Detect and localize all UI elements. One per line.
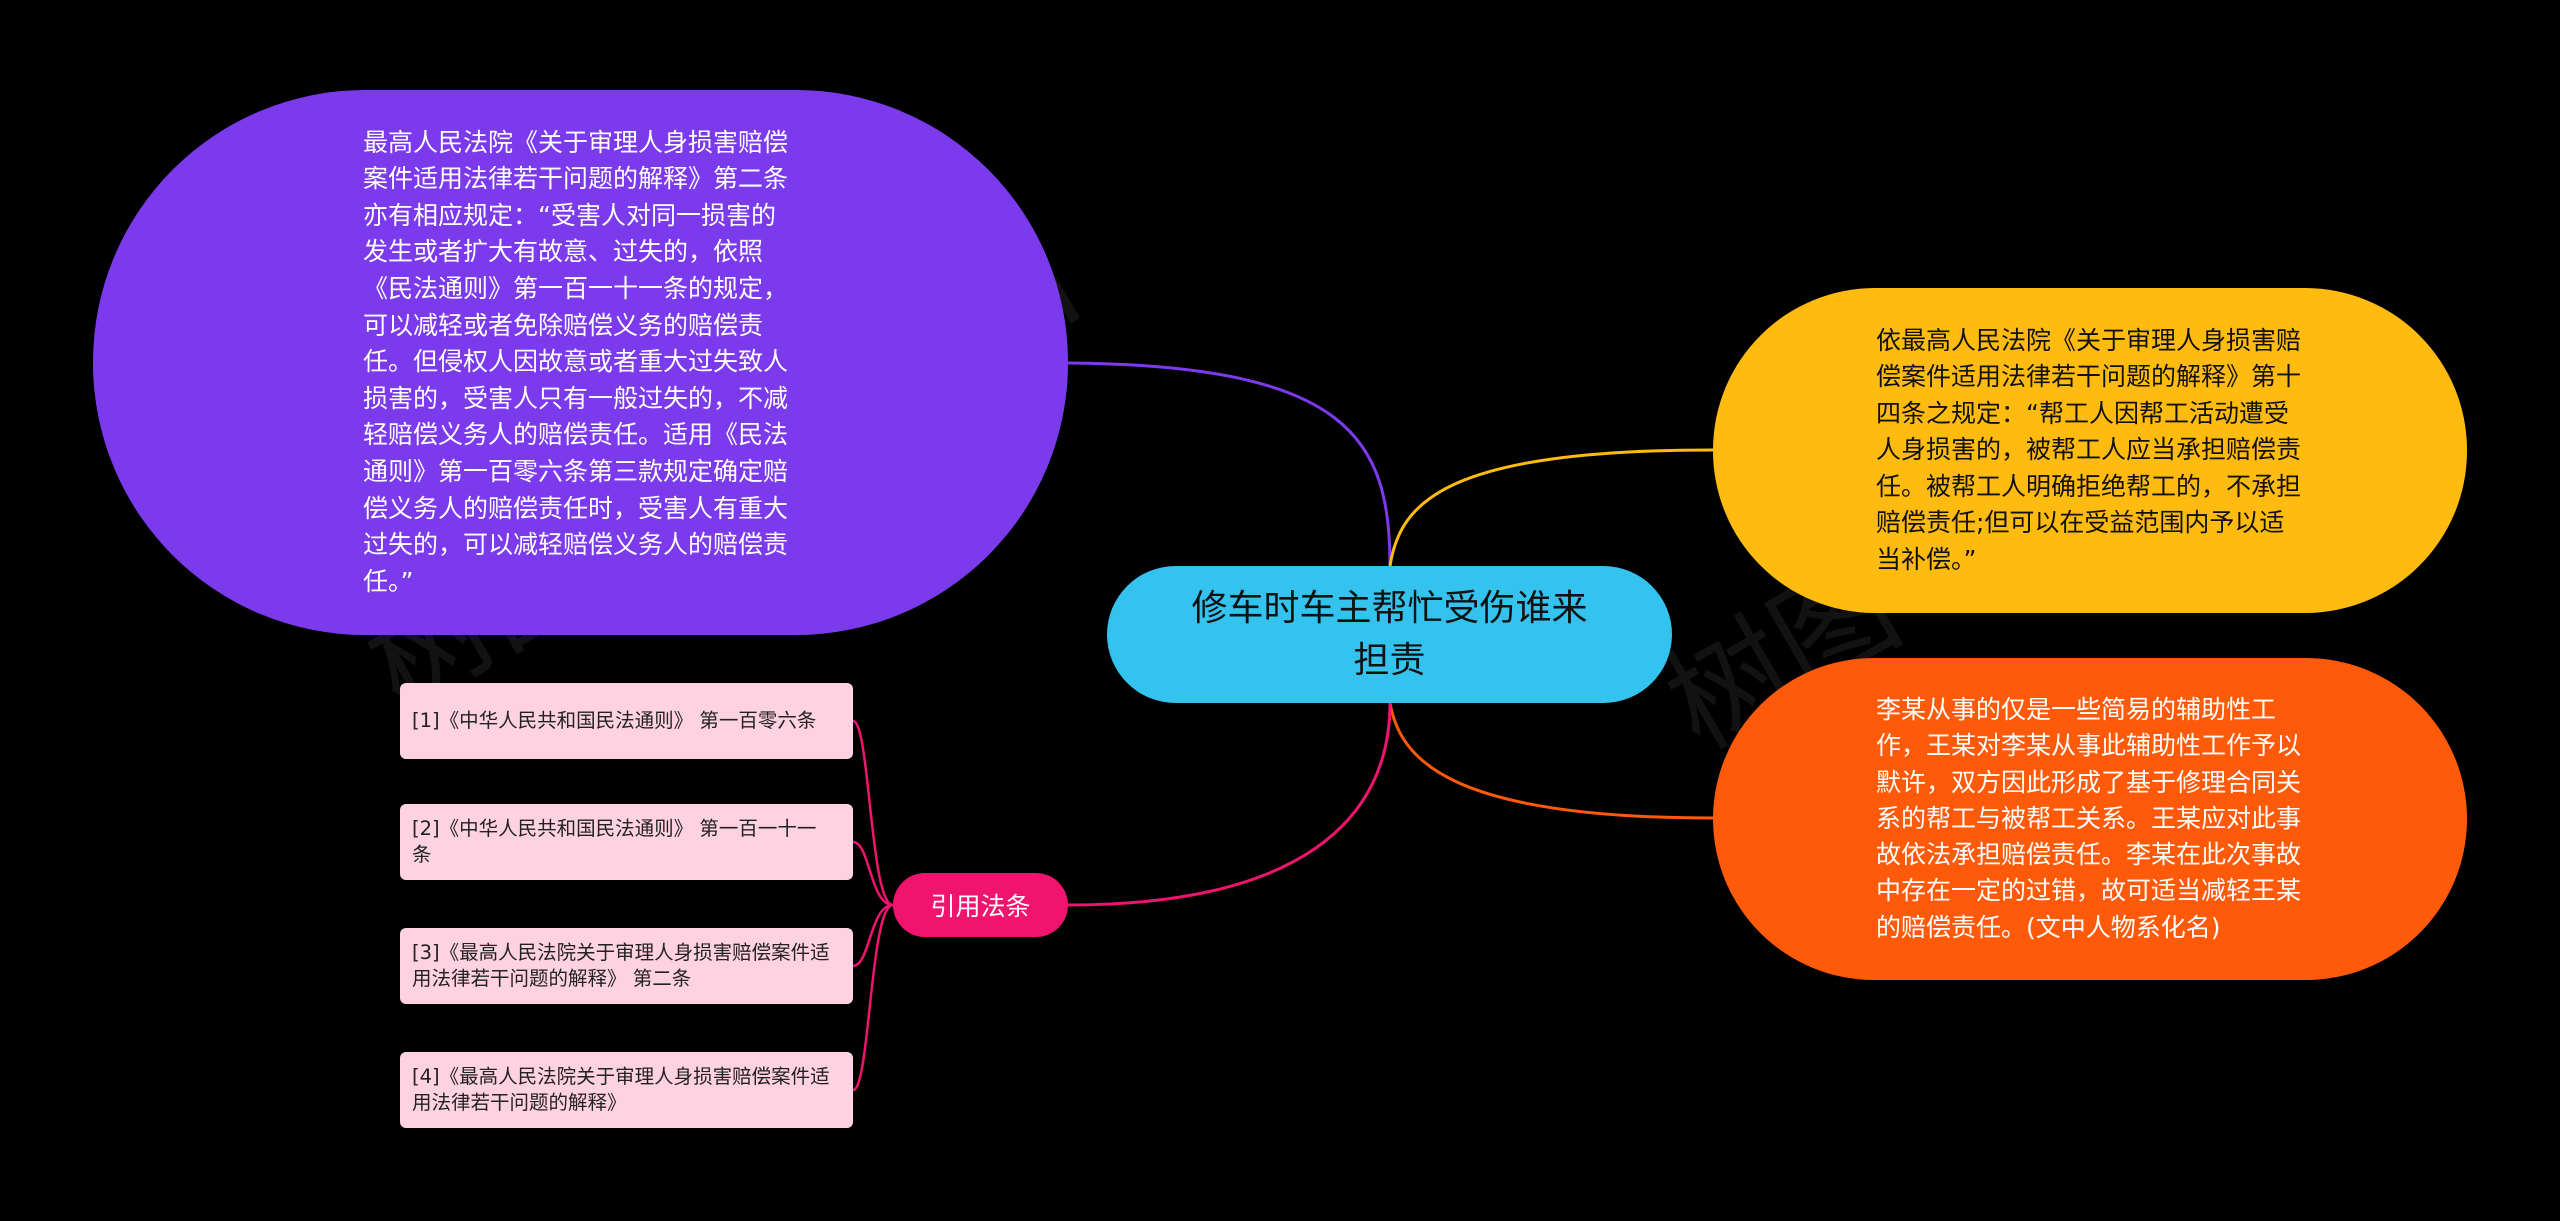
cite-laws-node[interactable]: 引用法条 (893, 873, 1068, 937)
central-topic-text: 修车时车主帮忙受伤谁来担责 (1191, 587, 1588, 681)
reference-item[interactable]: [4]《最高人民法院关于审理人身损害赔偿案件适用法律若干问题的解释》 (400, 1052, 853, 1128)
branch-text-yellow: 依最高人民法院《关于审理人身损害赔偿案件适用法律若干问题的解释》第十四条之规定：… (1876, 325, 2302, 574)
connector-topic-yellow (1388, 448, 1714, 567)
connector-topic-purple (1067, 361, 1392, 567)
branch-text-orange: 李某从事的仅是一些简易的辅助性工作，王某对李某从事此辅助性工作予以默许，双方因此… (1876, 695, 2302, 942)
connector-cite-ref-3 (852, 903, 894, 1092)
reference-text: [2]《中华人民共和国民法通则》 第一百一十一条 (412, 817, 817, 866)
connector-cite-ref-1 (852, 840, 894, 907)
branch-node-yellow[interactable]: 依最高人民法院《关于审理人身损害赔偿案件适用法律若干问题的解释》第十四条之规定：… (1713, 288, 2467, 613)
reference-text: [1]《中华人民共和国民法通则》 第一百零六条 (412, 709, 817, 732)
connector-cite-ref-0 (852, 719, 894, 907)
cite-laws-label: 引用法条 (930, 892, 1031, 921)
reference-item[interactable]: [1]《中华人民共和国民法通则》 第一百零六条 (400, 683, 853, 759)
reference-text: [3]《最高人民法院关于审理人身损害赔偿案件适用法律若干问题的解释》 第二条 (412, 941, 830, 990)
reference-item[interactable]: [2]《中华人民共和国民法通则》 第一百一十一条 (400, 804, 853, 880)
branch-text-purple: 最高人民法院《关于审理人身损害赔偿案件适用法律若干问题的解释》第二条亦有相应规定… (363, 127, 789, 596)
reference-item[interactable]: [3]《最高人民法院关于审理人身损害赔偿案件适用法律若干问题的解释》 第二条 (400, 928, 853, 1004)
connector-topic-cite (1067, 702, 1392, 907)
reference-text: [4]《最高人民法院关于审理人身损害赔偿案件适用法律若干问题的解释》 (412, 1065, 830, 1114)
branch-node-purple[interactable]: 最高人民法院《关于审理人身损害赔偿案件适用法律若干问题的解释》第二条亦有相应规定… (93, 90, 1068, 635)
connector-cite-ref-2 (852, 903, 894, 968)
branch-node-orange[interactable]: 李某从事的仅是一些简易的辅助性工作，王某对李某从事此辅助性工作予以默许，双方因此… (1713, 658, 2467, 980)
central-topic-node[interactable]: 修车时车主帮忙受伤谁来担责 (1107, 566, 1672, 703)
connector-topic-orange (1388, 702, 1714, 820)
